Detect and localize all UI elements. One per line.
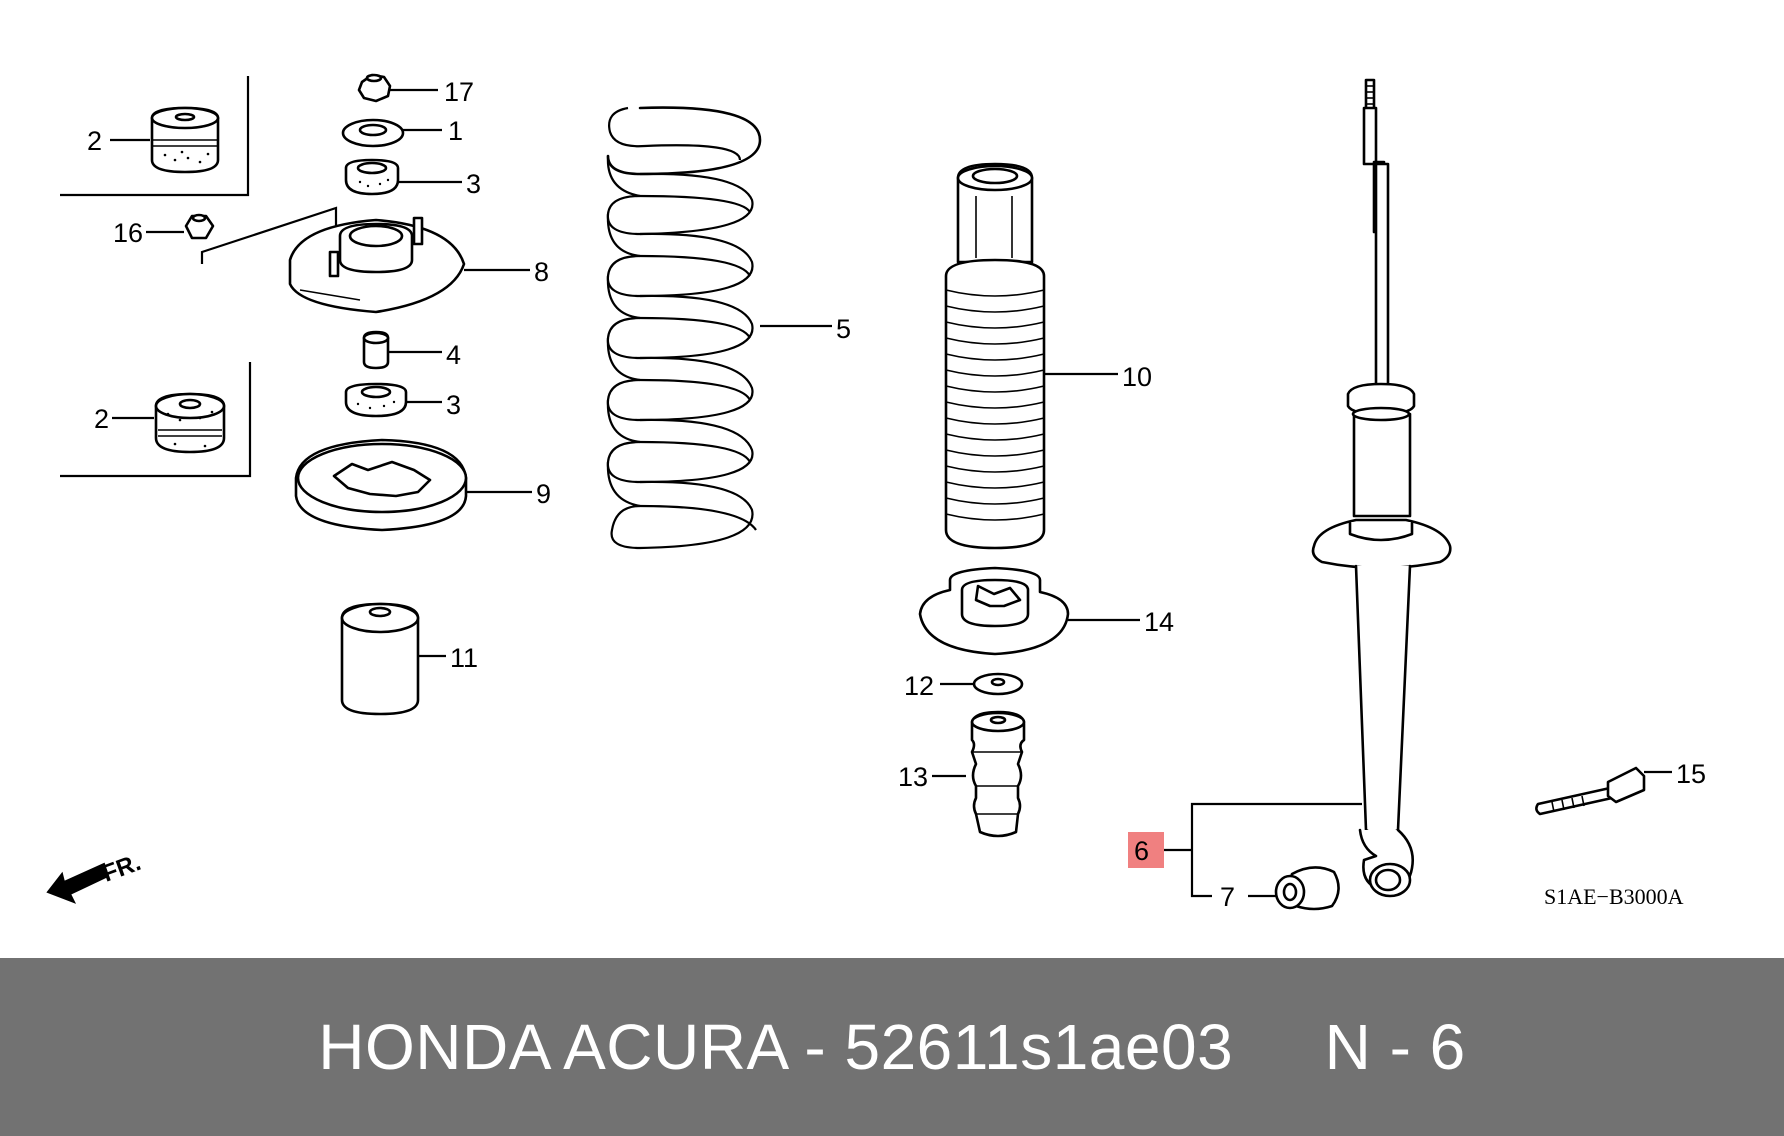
parts-diagram: 17 1 3 2 16 bbox=[46, 73, 1707, 912]
part-5-coil-spring bbox=[606, 106, 832, 550]
callout-6-highlight bbox=[1128, 832, 1164, 868]
callout-5[interactable]: 5 bbox=[836, 314, 851, 344]
callout-16[interactable]: 16 bbox=[113, 218, 143, 248]
footer-part-title: HONDA ACURA - 52611s1ae03 N - 6 bbox=[318, 1011, 1466, 1083]
callout-11[interactable]: 11 bbox=[450, 643, 478, 673]
callout-4[interactable]: 4 bbox=[446, 340, 461, 370]
callout-3b[interactable]: 3 bbox=[446, 390, 461, 420]
part-2-mount-lower bbox=[60, 362, 252, 478]
part-15-bolt bbox=[1535, 766, 1672, 816]
callout-15[interactable]: 15 bbox=[1676, 759, 1706, 789]
footer-banner: HONDA ACURA - 52611s1ae03 N - 6 bbox=[0, 958, 1784, 1136]
callout-9[interactable]: 9 bbox=[536, 479, 551, 509]
part-1-washer bbox=[341, 118, 442, 148]
callout-6[interactable]: 6 bbox=[1134, 836, 1149, 866]
callout-7[interactable]: 7 bbox=[1220, 882, 1235, 912]
part-3-bushing-lower bbox=[344, 382, 442, 418]
callout-3a[interactable]: 3 bbox=[466, 169, 481, 199]
front-arrow-icon bbox=[46, 862, 110, 904]
part-3-bushing-upper bbox=[344, 158, 462, 196]
front-marker-label: FR. bbox=[99, 849, 145, 888]
part-8-upper-mount-base bbox=[288, 216, 530, 314]
part-13-bump-rubber bbox=[932, 710, 1026, 838]
callout-2b[interactable]: 2 bbox=[94, 404, 109, 434]
part-7-bushing bbox=[1248, 866, 1340, 911]
part-11-bump-stop bbox=[340, 602, 446, 716]
part-14-lower-spring-seat bbox=[918, 566, 1140, 656]
part-12-washer bbox=[940, 672, 1024, 696]
callout-13[interactable]: 13 bbox=[898, 762, 928, 792]
part-9-spring-seat bbox=[294, 438, 532, 532]
part-10-dust-boot bbox=[944, 162, 1118, 550]
callout-2a[interactable]: 2 bbox=[87, 126, 102, 156]
callout-1[interactable]: 1 bbox=[448, 116, 463, 146]
part-4-collar bbox=[362, 330, 442, 370]
part-2-mount-upper bbox=[60, 76, 250, 197]
callout-10[interactable]: 10 bbox=[1122, 362, 1152, 392]
part-6-shock-absorber bbox=[1162, 78, 1452, 898]
callout-12[interactable]: 12 bbox=[904, 671, 934, 701]
callout-14[interactable]: 14 bbox=[1144, 607, 1174, 637]
diagram-code: S1AE−B3000A bbox=[1544, 884, 1684, 909]
callout-17[interactable]: 17 bbox=[444, 77, 474, 107]
callout-8[interactable]: 8 bbox=[534, 257, 549, 287]
part-17-nut bbox=[357, 73, 438, 103]
